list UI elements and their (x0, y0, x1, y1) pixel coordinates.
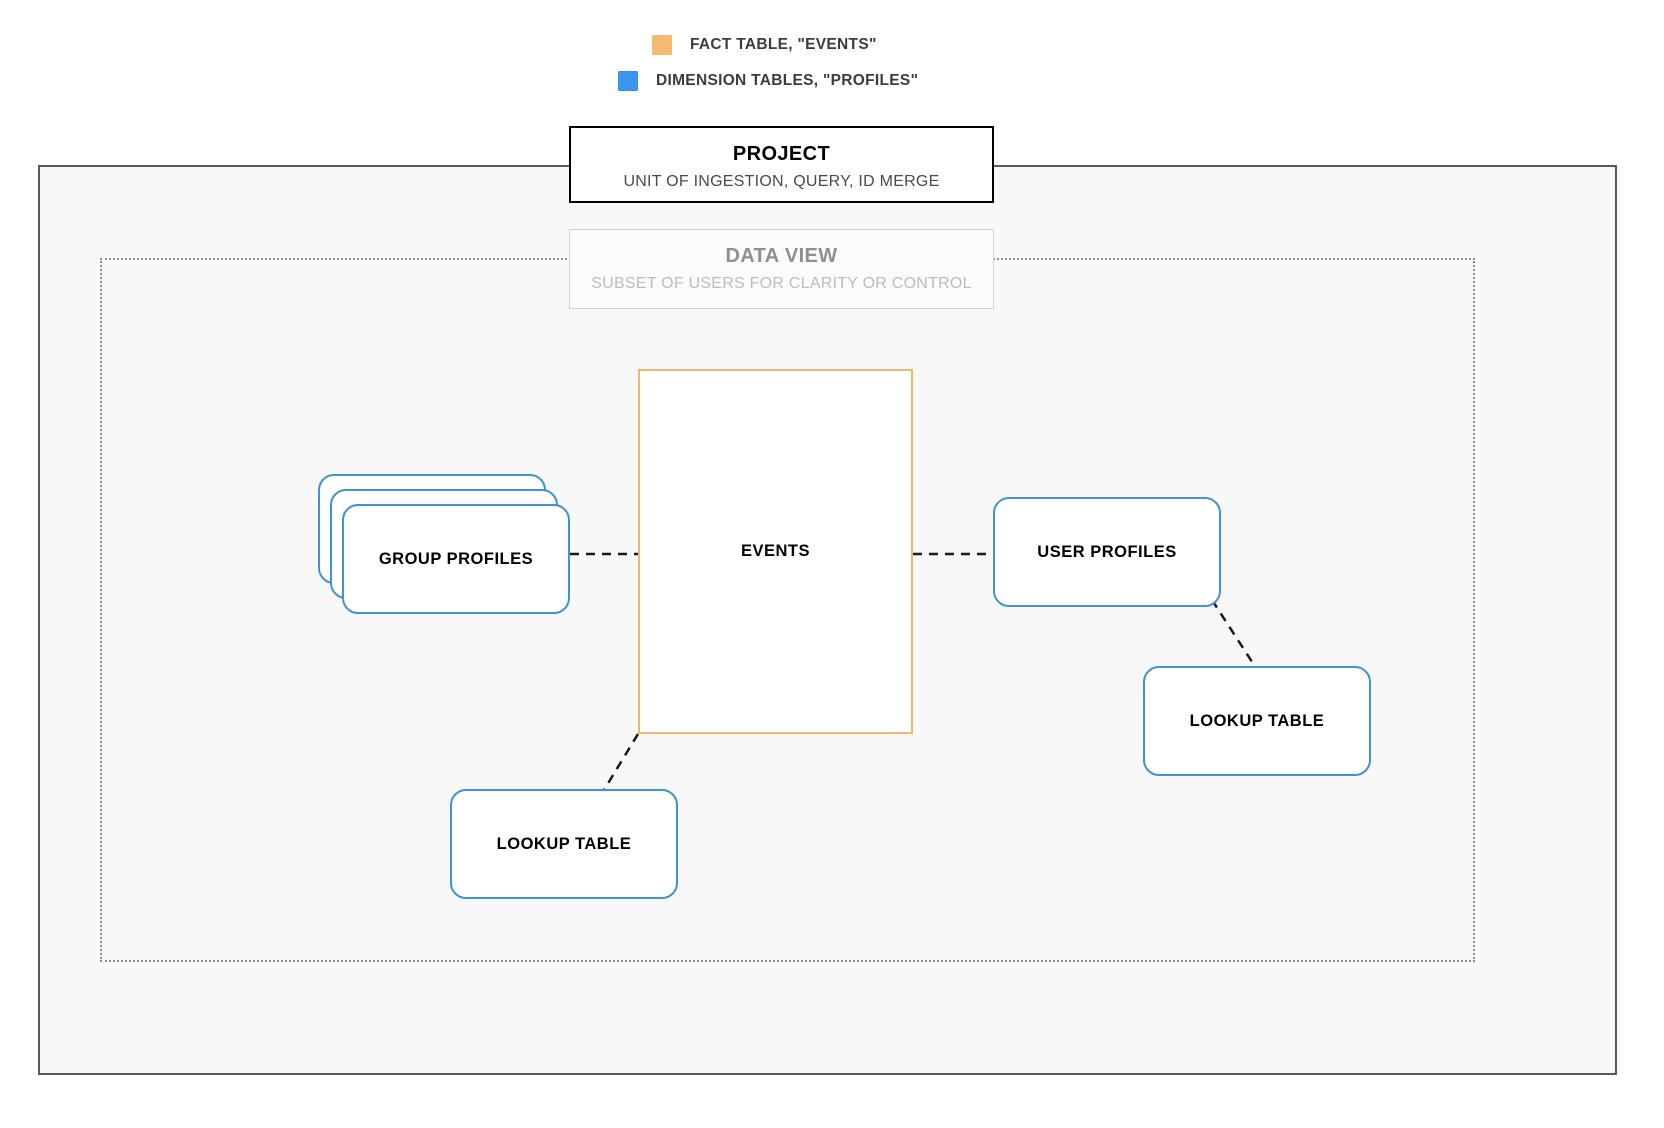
node-group-profiles[interactable]: GROUP PROFILES (318, 474, 570, 614)
node-user-profiles-label: USER PROFILES (1037, 542, 1177, 561)
node-user-profiles[interactable]: USER PROFILES (993, 497, 1221, 607)
node-events-label: EVENTS (740, 542, 811, 560)
legend-item-fact-table: FACT TABLE, "EVENTS" (652, 35, 877, 55)
legend-swatch-blue-icon (618, 71, 638, 91)
project-subtitle: UNIT OF INGESTION, QUERY, ID MERGE (623, 173, 940, 190)
node-lookup-table-right-label: LOOKUP TABLE (1189, 711, 1325, 730)
node-group-profiles-card-front: GROUP PROFILES (342, 504, 570, 614)
legend-label-fact-table: FACT TABLE, "EVENTS" (690, 36, 877, 53)
data-view-title: DATA VIEW (725, 245, 838, 267)
data-view-subtitle: SUBSET OF USERS FOR CLARITY OR CONTROL (591, 275, 972, 292)
node-events[interactable]: EVENTS (638, 369, 913, 734)
node-lookup-table-right[interactable]: LOOKUP TABLE (1143, 666, 1371, 776)
data-view-title-card: DATA VIEW SUBSET OF USERS FOR CLARITY OR… (569, 229, 994, 309)
legend-item-dimension-tables: DIMENSION TABLES, "PROFILES" (618, 71, 918, 91)
legend-label-dimension-tables: DIMENSION TABLES, "PROFILES" (656, 72, 919, 89)
project-title-card: PROJECT UNIT OF INGESTION, QUERY, ID MER… (569, 126, 994, 203)
legend-swatch-orange-icon (652, 35, 672, 55)
node-lookup-table-left-label: LOOKUP TABLE (496, 834, 632, 853)
node-group-profiles-label: GROUP PROFILES (378, 549, 534, 568)
project-title: PROJECT (732, 143, 831, 165)
legend: FACT TABLE, "EVENTS" DIMENSION TABLES, "… (0, 26, 1664, 106)
node-lookup-table-left[interactable]: LOOKUP TABLE (450, 789, 678, 899)
